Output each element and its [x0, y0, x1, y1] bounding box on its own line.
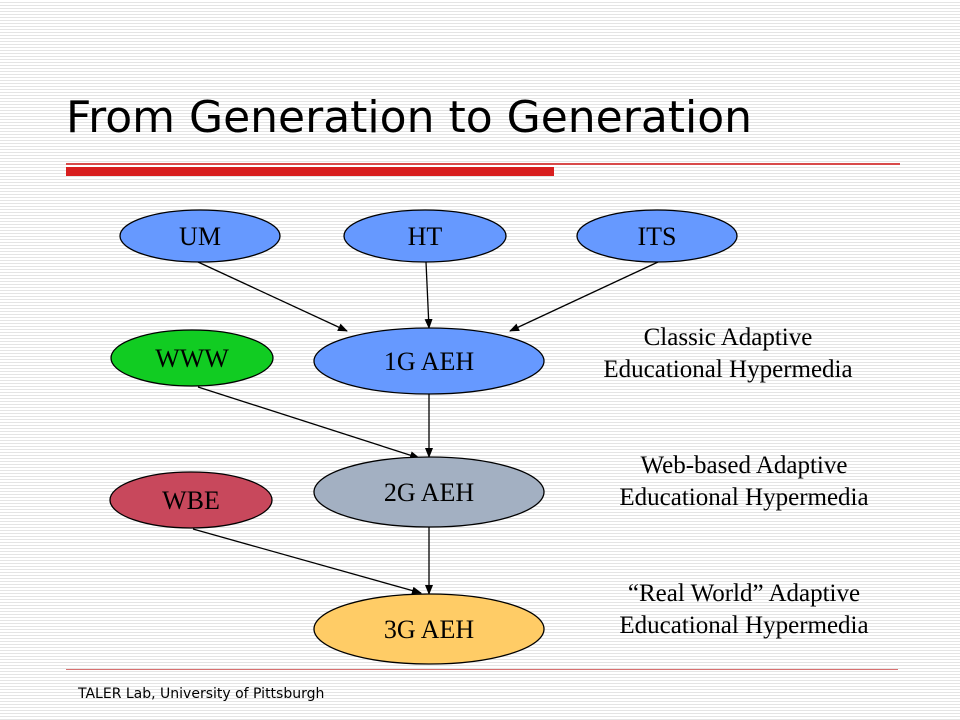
edge-its-to-1g	[509, 261, 659, 332]
footer-rule	[66, 669, 898, 670]
desc-classic-line2: Educational Hypermedia	[603, 356, 853, 383]
edge-www-to-2g	[197, 386, 420, 460]
title-underline-accent	[66, 167, 554, 176]
node-1g-aeh: 1G AEH	[313, 327, 545, 395]
node-wbe: WBE	[109, 471, 273, 529]
desc-real-line1: “Real World” Adaptive	[627, 580, 861, 607]
desc-classic-line1: Classic Adaptive	[643, 324, 813, 351]
desc-classic: Classic Adaptive Educational Hypermedia	[560, 322, 896, 386]
node-3g-aeh: 3G AEH	[313, 593, 545, 665]
node-3g-aeh-label: 3G AEH	[384, 615, 475, 644]
node-um-label: UM	[179, 222, 221, 251]
desc-web-line1: Web-based Adaptive	[640, 452, 848, 479]
edge-um-to-1g	[197, 261, 348, 332]
node-1g-aeh-label: 1G AEH	[384, 347, 475, 376]
node-its: ITS	[576, 209, 738, 263]
node-um: UM	[119, 209, 281, 263]
node-2g-aeh-label: 2G AEH	[384, 478, 475, 507]
desc-real-line2: Educational Hypermedia	[619, 612, 869, 639]
edge-ht-to-1g	[424, 261, 433, 329]
node-ht-label: HT	[408, 222, 443, 251]
slide-title: From Generation to Generation	[66, 92, 753, 143]
desc-web-line2: Educational Hypermedia	[619, 484, 869, 511]
node-www: WWW	[110, 329, 274, 387]
slide-footer: TALER Lab, University of Pittsburgh	[78, 686, 325, 702]
edges	[192, 261, 659, 595]
desc-web: Web-based Adaptive Educational Hypermedi…	[576, 450, 912, 514]
node-ht: HT	[343, 209, 507, 263]
node-www-label: WWW	[155, 344, 229, 373]
edge-wbe-to-3g	[192, 528, 422, 595]
node-2g-aeh: 2G AEH	[313, 456, 545, 528]
title-underline-thin	[66, 163, 900, 165]
node-wbe-label: WBE	[162, 486, 220, 515]
node-its-label: ITS	[638, 222, 677, 251]
desc-real: “Real World” Adaptive Educational Hyperm…	[576, 578, 912, 642]
